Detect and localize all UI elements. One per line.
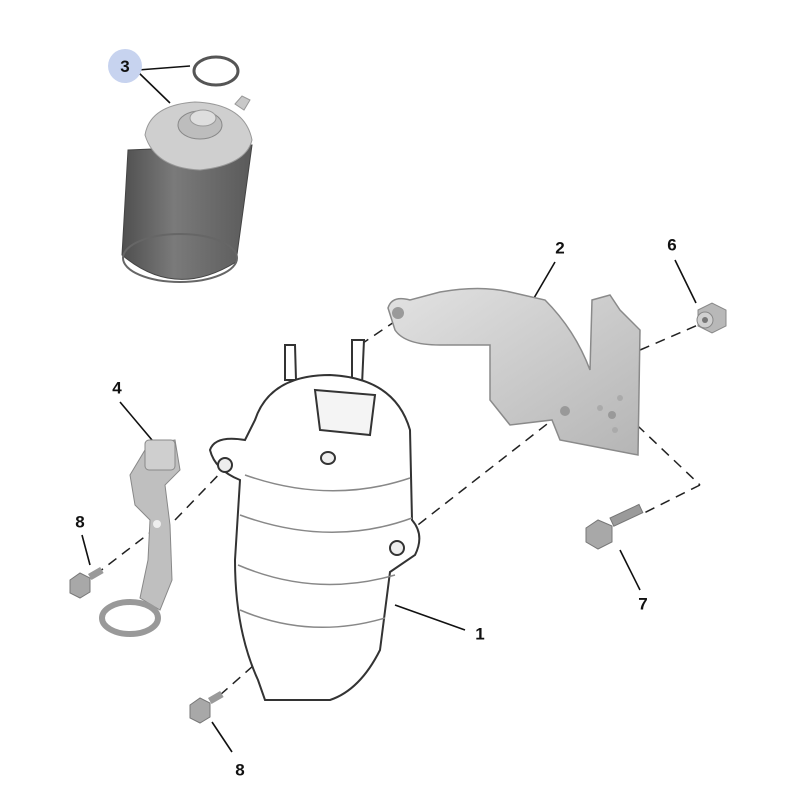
mounting-bracket [387,287,641,456]
filter-housing [208,339,421,701]
callout-3[interactable]: 3 [108,49,142,83]
flange-nut [696,302,727,334]
callout-1[interactable]: 1 [475,624,485,644]
hose-clip-bracket [99,439,181,637]
bolt-7 [585,503,644,550]
screw-lower [189,691,224,724]
callout-8-upper[interactable]: 8 [75,512,85,532]
callout-4[interactable]: 4 [112,378,122,398]
callout-3-label: 3 [120,56,130,76]
leader-lines [81,65,697,753]
callout-2[interactable]: 2 [555,238,565,258]
screw-upper [69,567,104,599]
callout-6[interactable]: 6 [667,235,677,255]
callout-8-lower[interactable]: 8 [235,760,245,780]
filter-cartridge [121,55,253,283]
callout-7[interactable]: 7 [638,594,648,614]
